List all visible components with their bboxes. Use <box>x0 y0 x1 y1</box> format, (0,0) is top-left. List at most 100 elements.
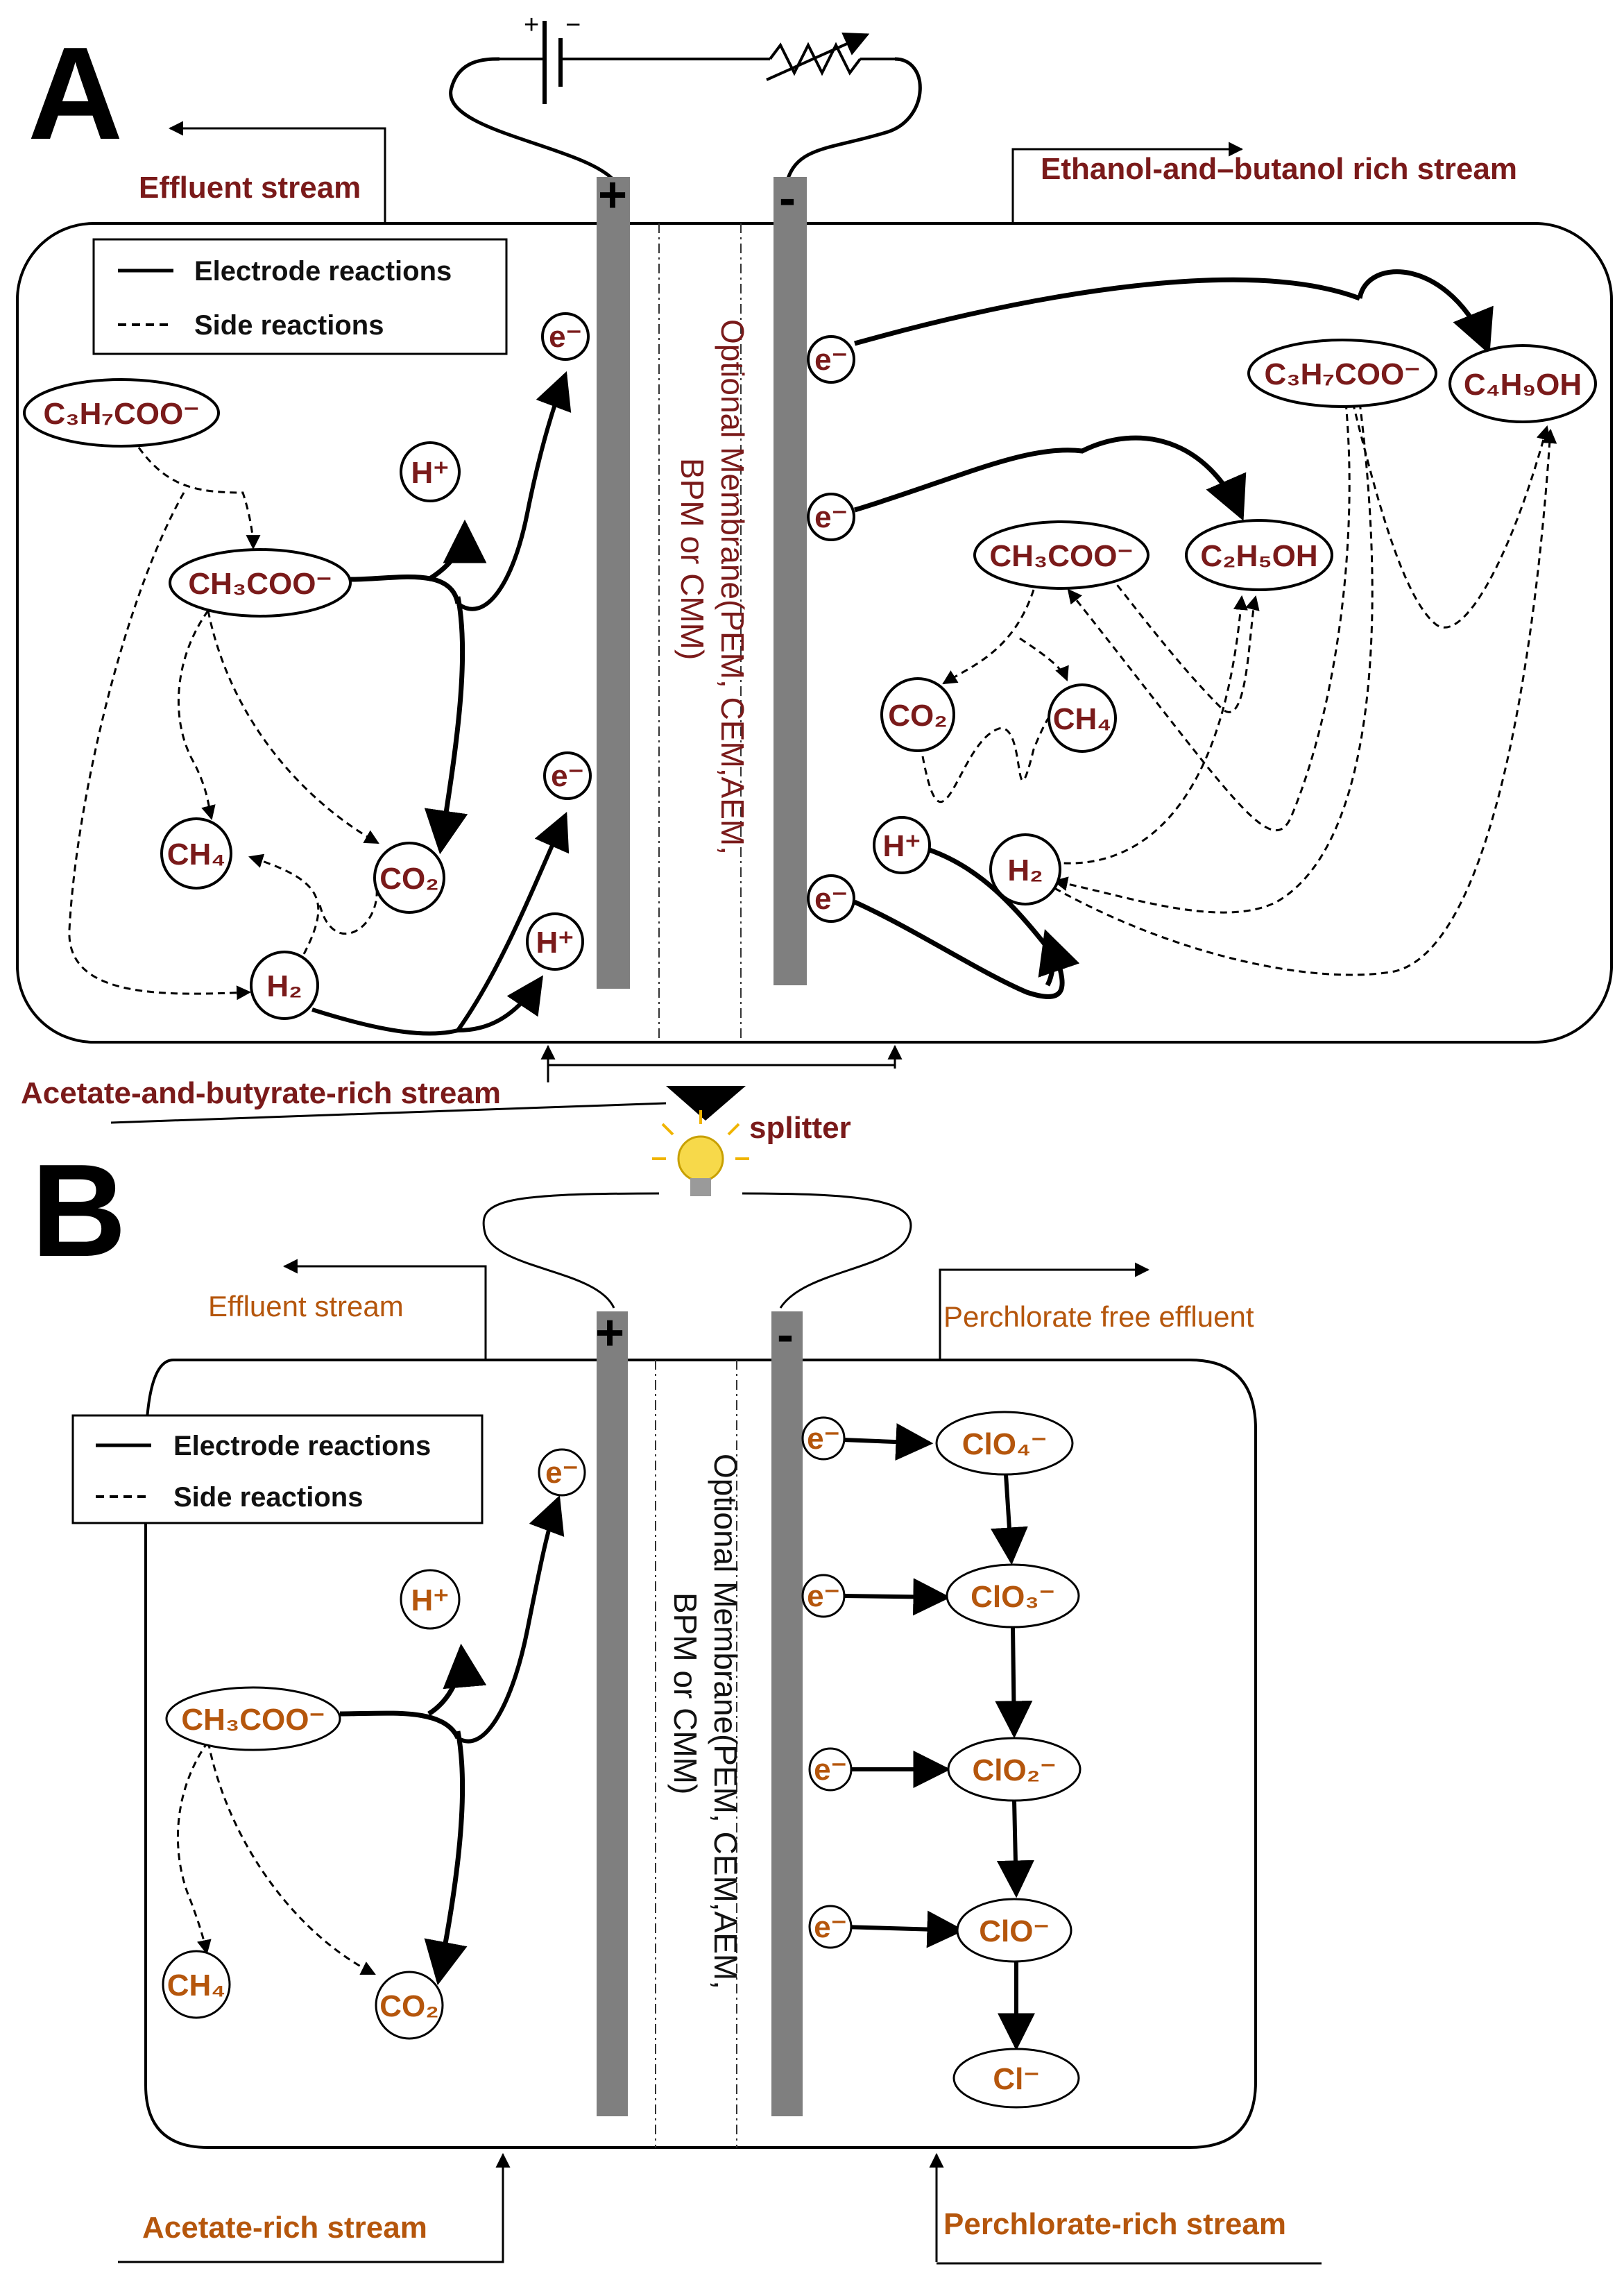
node-h2-cathode-a: H₂ <box>989 833 1061 905</box>
svg-text:e⁻: e⁻ <box>549 320 582 354</box>
node-h-plus-top-a: H⁺ <box>400 441 461 502</box>
legend-a-dashed-label: Side reactions <box>194 310 384 341</box>
anode-a-reactions <box>68 371 572 1036</box>
svg-text:e⁻: e⁻ <box>814 343 848 377</box>
node-h-plus-cathode-a: H⁺ <box>873 816 931 874</box>
svg-text:CH₃COO⁻: CH₃COO⁻ <box>188 567 332 601</box>
cathode-b-reactions <box>842 1423 1035 2051</box>
node-butyrate-a: C₃H₇COO⁻ <box>23 378 220 448</box>
node-electron-1-a: e⁻ <box>807 335 855 384</box>
node-electron-top-a: e⁻ <box>541 312 590 361</box>
svg-text:e⁻: e⁻ <box>551 759 584 793</box>
anode-a <box>597 177 630 989</box>
species-chloride: Cl⁻ <box>952 2048 1080 2109</box>
svg-text:C₄H₉OH: C₄H₉OH <box>1464 368 1582 402</box>
node-h2-a: H₂ <box>250 951 319 1020</box>
svg-text:CH₃COO⁻: CH₃COO⁻ <box>181 1703 325 1737</box>
svg-text:e⁻: e⁻ <box>807 1422 840 1456</box>
power-supply-circuit <box>449 21 922 182</box>
product-stream-label-b: Perchlorate free effluent <box>943 1300 1254 1333</box>
svg-text:e⁻: e⁻ <box>814 1753 847 1787</box>
splitter-label: splitter <box>749 1111 851 1145</box>
node-ethanol-a: C₂H₅OH <box>1185 519 1333 591</box>
feed-line-a <box>110 1102 667 1124</box>
svg-text:H₂: H₂ <box>1007 853 1043 887</box>
node-electron-b: e⁻ <box>538 1448 586 1497</box>
node-co2-cathode-a: CO₂ <box>880 677 955 752</box>
node-electron-3-a: e⁻ <box>807 874 855 923</box>
svg-text:H⁺: H⁺ <box>883 829 921 863</box>
svg-text:H₂: H₂ <box>266 969 302 1003</box>
node-electron-2-a: e⁻ <box>807 493 855 541</box>
svg-text:CH₄: CH₄ <box>1053 702 1112 736</box>
anode-b-reactions <box>177 1495 565 1986</box>
svg-text:CH₃COO⁻: CH₃COO⁻ <box>989 539 1133 573</box>
legend-b-dashed-label: Side reactions <box>173 1482 363 1513</box>
svg-text:CO₂: CO₂ <box>379 862 439 896</box>
node-butanol-a: C₄H₉OH <box>1448 344 1597 423</box>
anode-b <box>597 1311 628 2116</box>
species-chlorite: ClO₂⁻ <box>947 1737 1082 1802</box>
legend-b <box>71 1414 484 1524</box>
svg-text:ClO₂⁻: ClO₂⁻ <box>973 1753 1057 1787</box>
membrane-label-a-line2: BPM or CMM) <box>674 458 710 660</box>
node-h-plus-bottom-a: H⁺ <box>526 912 584 971</box>
node-butyrate-cathode-a: C₃H₇COO⁻ <box>1247 339 1437 408</box>
svg-text:ClO₃⁻: ClO₃⁻ <box>971 1580 1055 1614</box>
cathode-sign-b: - <box>777 1307 794 1363</box>
svg-text:Cl⁻: Cl⁻ <box>993 2062 1039 2096</box>
node-electron-bottom-a: e⁻ <box>543 751 592 800</box>
reactor-a-outline <box>16 222 1613 1044</box>
cathode-sign-a: - <box>779 171 796 226</box>
legend-a-solid-label: Electrode reactions <box>194 256 452 287</box>
perchlorate-stream-label-b: Perchlorate-rich stream <box>943 2207 1286 2241</box>
node-ch4-b: CH₄ <box>162 1950 231 2019</box>
effluent-arrow-a <box>168 121 386 223</box>
membrane-label-a-line1: Optional Membrane(PEM, CEM,AEM, <box>715 319 751 855</box>
feed-stream-label-a: Acetate-and-butyrate-rich stream <box>21 1076 501 1110</box>
svg-text:ClO₄⁻: ClO₄⁻ <box>962 1427 1047 1461</box>
node-acetate-cathode-a: CH₃COO⁻ <box>973 520 1149 590</box>
legend-a <box>92 238 508 355</box>
panel-b: B Effluent stream Perchlorate free efflu… <box>31 1110 1322 2265</box>
chain-electron-4: e⁻ <box>808 1905 853 1949</box>
species-hypochlorite: ClO⁻ <box>956 1898 1072 1963</box>
svg-text:CH₄: CH₄ <box>167 1968 226 2002</box>
node-co2-a: CO₂ <box>373 842 445 914</box>
splitter-branches <box>547 1056 896 1082</box>
panel-a: A + − Effluent stream Ethanol-and–butano… <box>16 10 1613 1145</box>
svg-text:e⁻: e⁻ <box>814 500 848 534</box>
svg-text:C₂H₅OH: C₂H₅OH <box>1200 539 1317 573</box>
product-stream-label-a: Ethanol-and–butanol rich stream <box>1041 152 1517 186</box>
node-ch4-cathode-a: CH₄ <box>1048 683 1117 753</box>
splitter-triangle <box>666 1086 746 1121</box>
svg-text:e⁻: e⁻ <box>807 1579 840 1613</box>
panel-a-letter: A <box>28 20 123 167</box>
legend-b-solid-label: Electrode reactions <box>173 1431 431 1461</box>
svg-text:H⁺: H⁺ <box>536 926 574 960</box>
node-acetate-b: CH₃COO⁻ <box>165 1686 341 1751</box>
node-h-plus-b: H⁺ <box>400 1569 461 1630</box>
node-acetate-a: CH₃COO⁻ <box>169 548 352 618</box>
light-bulb-icon <box>652 1110 749 1196</box>
svg-text:H⁺: H⁺ <box>411 456 450 490</box>
acetate-inlet-arrow-b <box>118 2152 511 2263</box>
acetate-stream-label-b: Acetate-rich stream <box>142 2211 427 2245</box>
svg-text:C₃H₇COO⁻: C₃H₇COO⁻ <box>44 397 200 431</box>
svg-text:e⁻: e⁻ <box>814 882 848 916</box>
panel-b-letter: B <box>31 1137 126 1284</box>
product-stream-arrow-b <box>939 1262 1150 1360</box>
svg-text:C₃H₇COO⁻: C₃H₇COO⁻ <box>1265 357 1421 391</box>
node-ch4-a: CH₄ <box>160 817 232 890</box>
light-bulb-circuit <box>482 1192 912 1309</box>
cathode-b <box>771 1311 803 2116</box>
species-perchlorate: ClO₄⁻ <box>935 1411 1074 1476</box>
anode-sign-b: + <box>595 1305 624 1361</box>
svg-text:CH₄: CH₄ <box>167 837 226 871</box>
product-stream-arrow-a <box>1011 142 1244 223</box>
node-co2-b: CO₂ <box>375 1971 444 2040</box>
chain-electron-1: e⁻ <box>801 1416 846 1461</box>
chain-electron-2: e⁻ <box>801 1574 846 1618</box>
anode-sign-a: + <box>598 167 627 223</box>
